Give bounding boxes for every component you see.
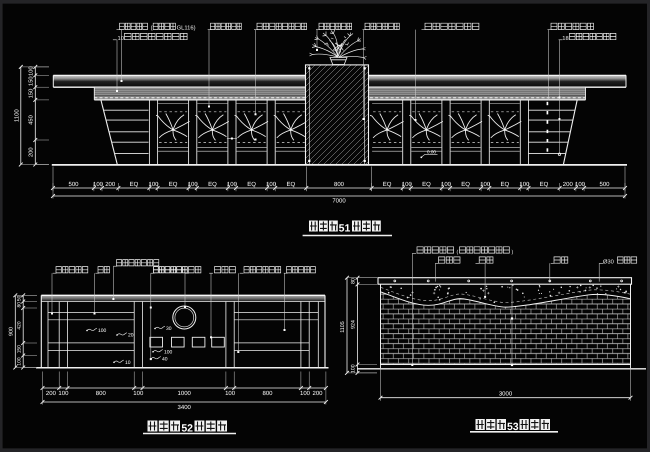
svg-text:EQ: EQ — [286, 181, 295, 188]
svg-text:200: 200 — [563, 181, 574, 188]
svg-text:(: ( — [151, 25, 153, 32]
svg-text:200: 200 — [29, 147, 35, 157]
svg-text:100: 100 — [164, 349, 173, 355]
svg-text:80: 80 — [17, 302, 23, 308]
svg-text:EQ: EQ — [461, 181, 470, 188]
svg-text:53: 53 — [507, 421, 519, 433]
svg-text:900: 900 — [9, 327, 15, 336]
svg-text:0.00: 0.00 — [427, 150, 436, 155]
svg-text:100: 100 — [227, 181, 238, 188]
svg-text:200: 200 — [312, 390, 323, 397]
svg-text:Ø30: Ø30 — [603, 258, 614, 265]
svg-text:100: 100 — [93, 181, 104, 188]
svg-text:150: 150 — [29, 89, 35, 99]
svg-text:10: 10 — [118, 35, 124, 42]
svg-text:7000: 7000 — [332, 198, 346, 205]
svg-text:150: 150 — [17, 345, 23, 353]
svg-text:EQ: EQ — [169, 181, 178, 188]
svg-text:100: 100 — [300, 390, 311, 397]
svg-text:GL116): GL116) — [177, 25, 196, 32]
svg-text:30: 30 — [166, 326, 172, 332]
svg-text:200: 200 — [105, 181, 116, 188]
svg-text:200: 200 — [46, 390, 57, 397]
svg-text:52: 52 — [181, 422, 193, 434]
svg-text:800: 800 — [334, 181, 345, 188]
svg-text:800: 800 — [262, 390, 273, 397]
svg-text:100: 100 — [58, 390, 69, 397]
svg-text:100: 100 — [441, 181, 452, 188]
svg-text:50: 50 — [17, 295, 23, 301]
svg-text:3400: 3400 — [178, 404, 192, 411]
svg-text:500: 500 — [68, 181, 79, 188]
svg-text:100: 100 — [148, 181, 159, 188]
svg-text:EQ: EQ — [500, 181, 509, 188]
svg-text:3000: 3000 — [499, 391, 513, 398]
svg-text:40: 40 — [162, 356, 168, 362]
svg-text:100: 100 — [188, 181, 199, 188]
svg-text:EQ: EQ — [422, 181, 431, 188]
svg-text:(: ( — [457, 249, 459, 255]
svg-text:): ) — [512, 249, 514, 255]
svg-text:51: 51 — [339, 222, 351, 234]
svg-text:1105: 1105 — [340, 321, 346, 333]
svg-text:500: 500 — [599, 181, 610, 188]
svg-text:EQ: EQ — [383, 181, 392, 188]
svg-text:1000: 1000 — [178, 390, 192, 397]
svg-text:100: 100 — [519, 181, 530, 188]
svg-text:EQ: EQ — [247, 181, 256, 188]
svg-text:800: 800 — [96, 390, 107, 397]
svg-text:100: 100 — [402, 181, 413, 188]
svg-text:100: 100 — [133, 390, 144, 397]
svg-text:10: 10 — [125, 360, 131, 366]
svg-text:1100: 1100 — [13, 109, 20, 123]
svg-text:EQ: EQ — [208, 181, 217, 188]
svg-text:18: 18 — [562, 35, 568, 42]
svg-text:450: 450 — [29, 115, 35, 125]
svg-text:100: 100 — [98, 328, 107, 334]
svg-text:EQ: EQ — [540, 181, 549, 188]
svg-text:100: 100 — [480, 181, 491, 188]
svg-text:420: 420 — [17, 321, 23, 329]
svg-text:150: 150 — [29, 76, 35, 86]
svg-text:20: 20 — [128, 333, 134, 339]
svg-text:100: 100 — [575, 181, 586, 188]
svg-text:100: 100 — [266, 181, 277, 188]
svg-text:100: 100 — [225, 390, 236, 397]
svg-text:100: 100 — [29, 66, 35, 76]
svg-text:100: 100 — [350, 364, 356, 373]
svg-text:EQ: EQ — [130, 181, 139, 188]
svg-text:924: 924 — [350, 320, 356, 329]
svg-text:80: 80 — [350, 278, 356, 284]
svg-text:100: 100 — [17, 357, 23, 365]
